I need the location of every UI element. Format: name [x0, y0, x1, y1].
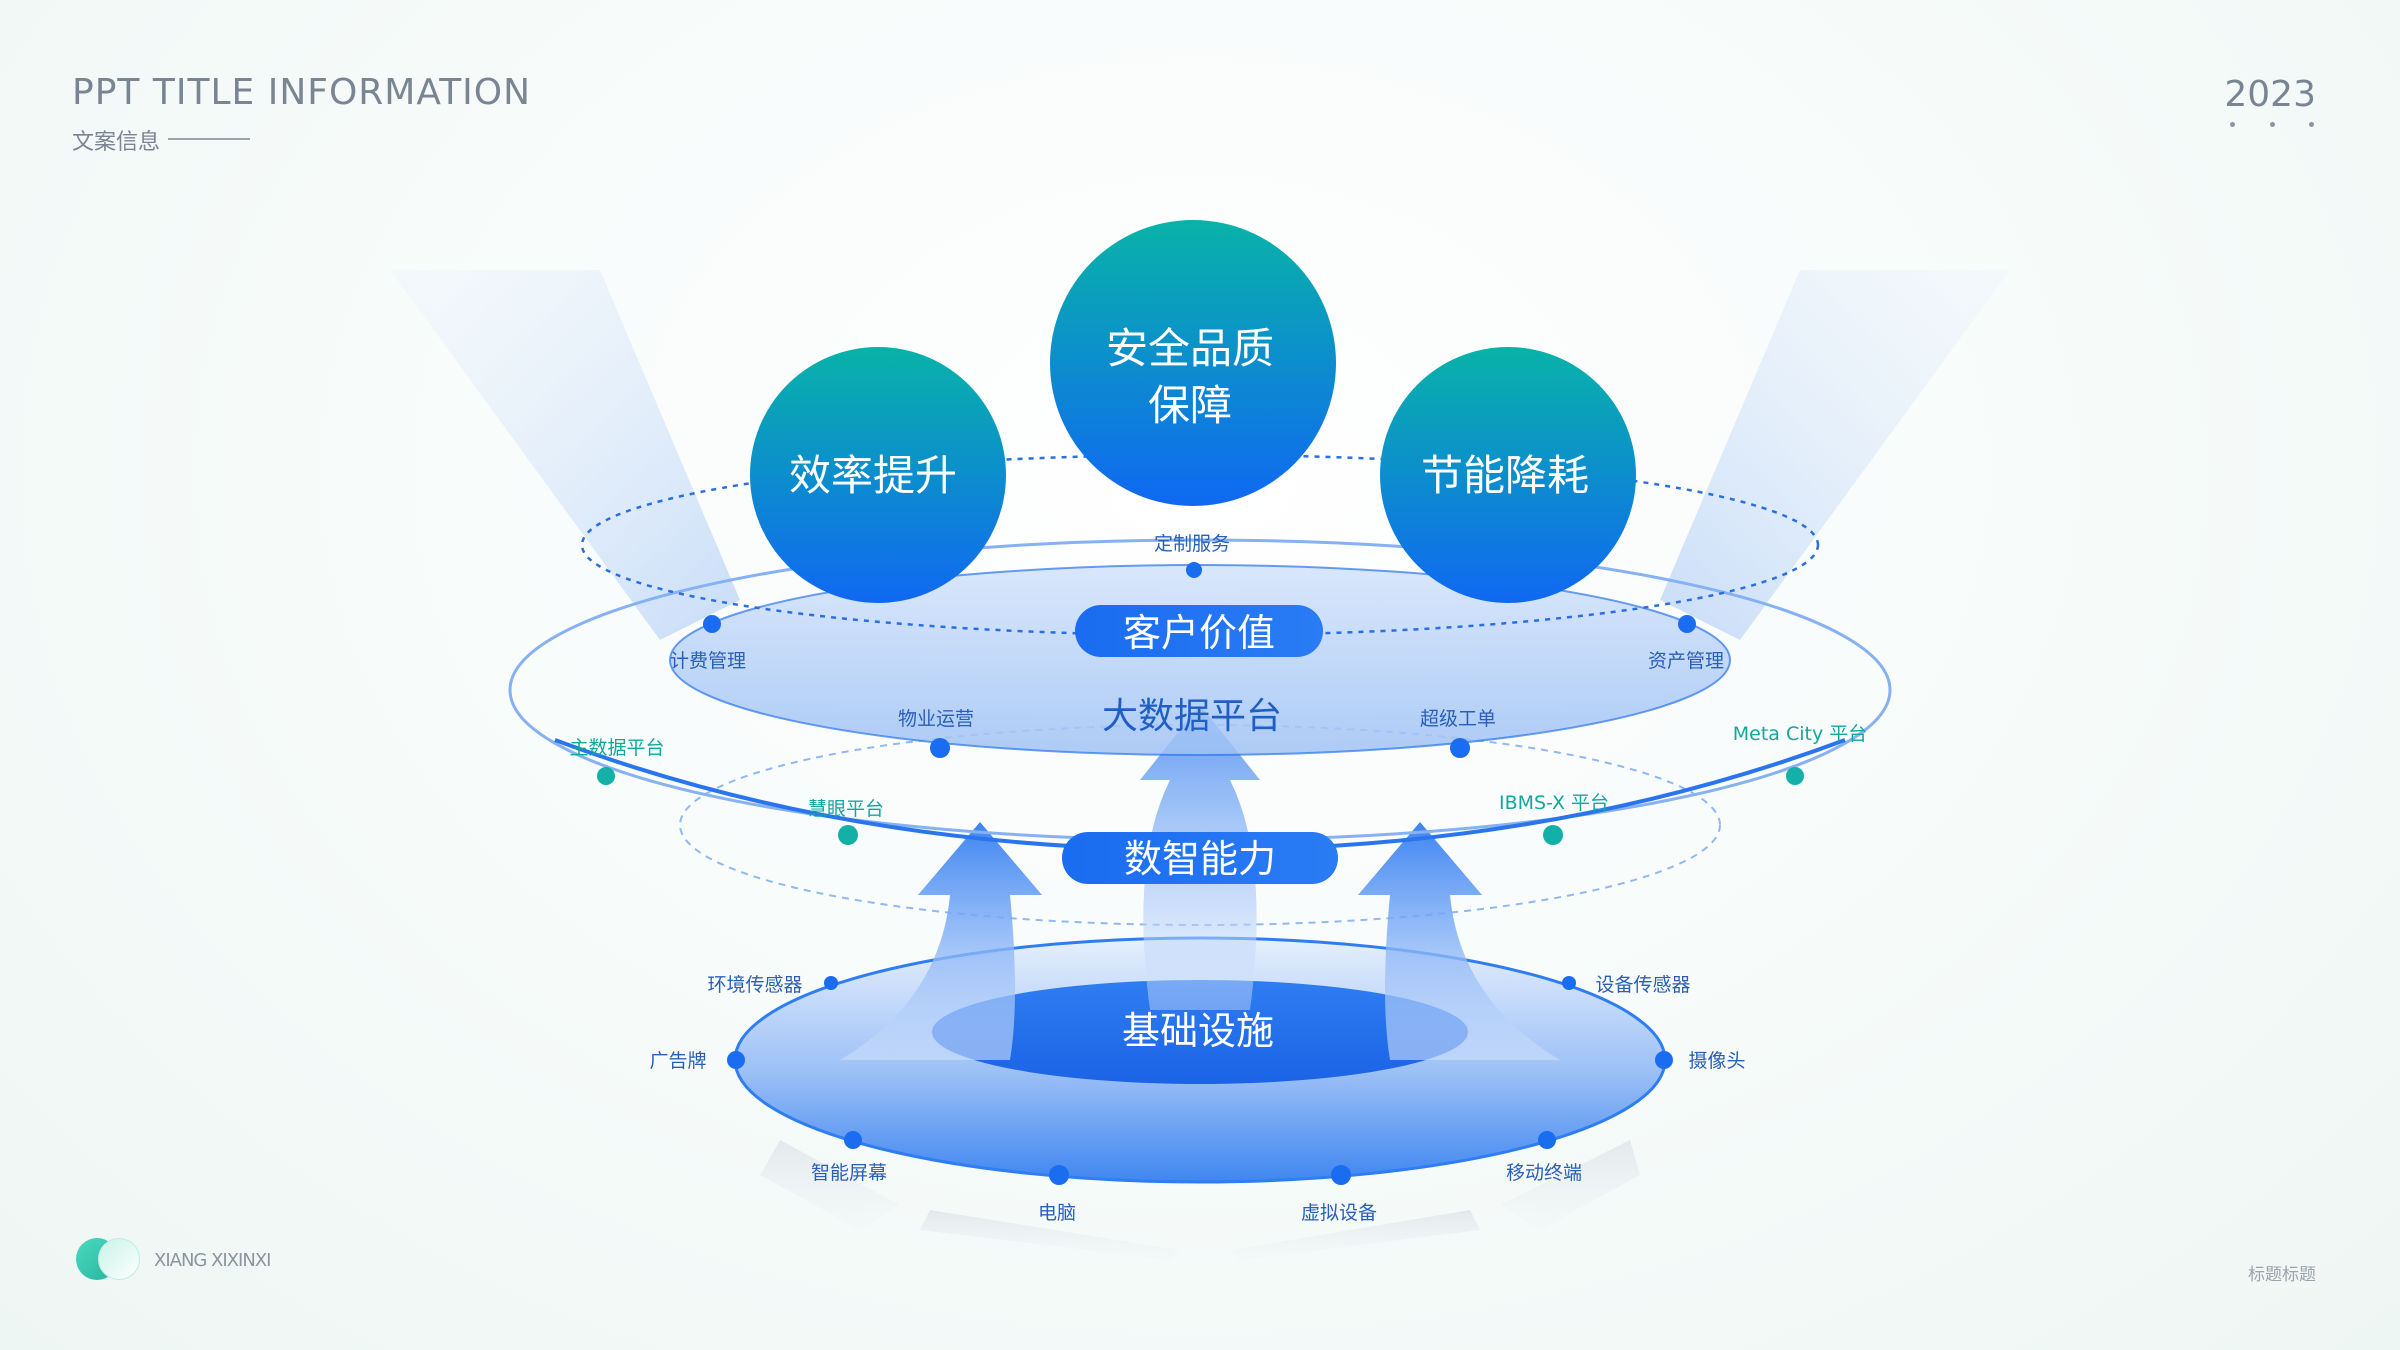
node-dot — [838, 825, 858, 845]
value-ring-dashed — [580, 453, 1820, 637]
light-beam-right — [1660, 270, 2010, 640]
node-label-asset: 资产管理 — [1648, 650, 1724, 672]
page-subtitle: 文案信息 — [72, 130, 161, 155]
digital-intelligence-label: 数智能力 — [1124, 837, 1276, 881]
node-label-smart-eye: 慧眼平台 — [808, 798, 884, 820]
node-dot — [1655, 1051, 1673, 1069]
platform-disc — [670, 565, 1730, 755]
decorative-dots — [2230, 122, 2314, 127]
year-label: 2023 — [2224, 74, 2316, 115]
node-label-custom-service: 定制服务 — [1154, 533, 1230, 555]
value-label-efficiency: 效率提升 — [789, 451, 957, 500]
node-dot — [1450, 738, 1470, 758]
node-label-camera: 摄像头 — [1688, 1050, 1745, 1072]
value-label-safety-line1: 安全品质 — [1106, 324, 1274, 373]
node-dot — [703, 615, 721, 633]
node-label-billing: 计费管理 — [670, 650, 746, 672]
node-dot — [1678, 615, 1696, 633]
digital-intelligence-pill — [1062, 832, 1338, 884]
footer-caption: 标题标题 — [2248, 1265, 2316, 1285]
node-dot — [1331, 1165, 1351, 1185]
value-label-energy: 节能降耗 — [1421, 451, 1589, 500]
node-dot — [597, 767, 615, 785]
node-dot — [1562, 976, 1576, 990]
node-label-master-data: 主数据平台 — [569, 737, 664, 759]
infrastructure-label: 基础设施 — [1122, 1009, 1274, 1053]
node-dot — [1786, 767, 1804, 785]
infrastructure-core — [932, 980, 1468, 1084]
node-label-mobile: 移动终端 — [1506, 1162, 1582, 1184]
arrow-up-right — [1358, 822, 1560, 1060]
node-dot — [1538, 1131, 1556, 1149]
page-title: PPT TITLE INFORMATION — [72, 72, 532, 113]
node-dot — [727, 1051, 745, 1069]
node-label-virtual-device: 虚拟设备 — [1301, 1202, 1377, 1224]
customer-value-label: 客户价值 — [1123, 611, 1275, 655]
big-data-platform-label: 大数据平台 — [1102, 696, 1282, 737]
subtitle-divider — [168, 138, 250, 140]
node-label-computer: 电脑 — [1038, 1202, 1076, 1224]
node-label-meta-city: Meta City 平台 — [1733, 723, 1868, 745]
node-dot — [824, 976, 838, 990]
node-label-billboard: 广告牌 — [649, 1050, 706, 1072]
node-dot — [1186, 562, 1202, 578]
floor-shadow — [760, 1140, 900, 1230]
node-dot — [844, 1131, 862, 1149]
node-label-property: 物业运营 — [898, 708, 974, 730]
value-circle-energy — [1380, 347, 1636, 603]
node-label-env-sensor: 环境传感器 — [707, 974, 802, 996]
node-dot — [1049, 1165, 1069, 1185]
node-label-workorder: 超级工单 — [1420, 708, 1496, 730]
digital-ring-dashed — [679, 724, 1721, 926]
logo-circle-icon — [98, 1238, 140, 1280]
light-beam-left — [390, 270, 740, 640]
customer-value-pill — [1075, 605, 1323, 657]
node-label-ibms: IBMS-X 平台 — [1499, 792, 1609, 814]
node-label-smart-screen: 智能屏幕 — [811, 1162, 887, 1184]
value-circle-safety — [1050, 220, 1336, 506]
floor-shadow — [920, 1210, 1180, 1260]
value-circle-efficiency — [750, 347, 1006, 603]
node-label-device-sensor: 设备传感器 — [1595, 974, 1690, 996]
arrow-up-left — [840, 822, 1042, 1060]
logo-text: XIANG XIXINXI — [154, 1250, 271, 1271]
node-dot — [930, 738, 950, 758]
value-label-safety-line2: 保障 — [1148, 381, 1232, 430]
floor-shadow — [1500, 1140, 1640, 1230]
node-dot — [1543, 825, 1563, 845]
floor-shadow — [1230, 1210, 1480, 1260]
